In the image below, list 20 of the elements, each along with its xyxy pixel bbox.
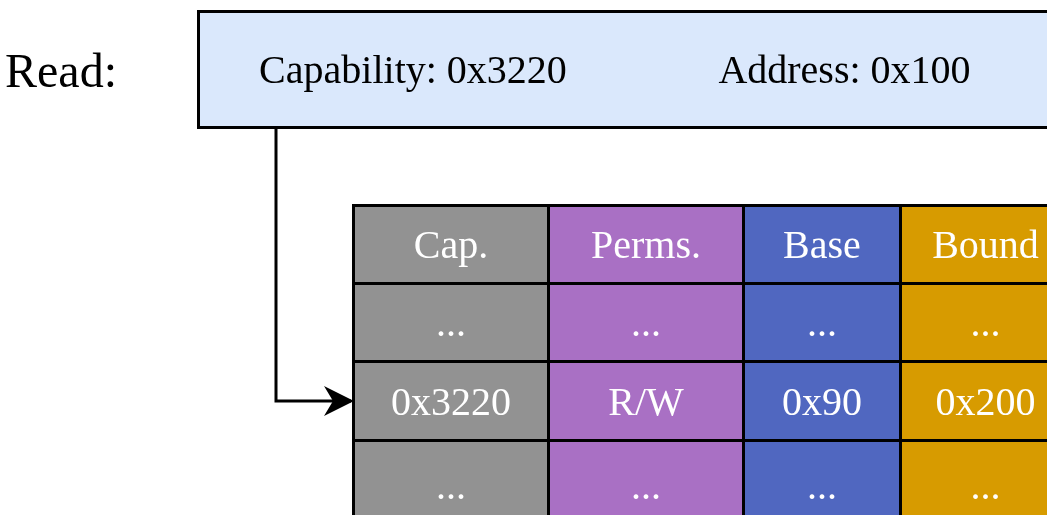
table-cell: ...	[742, 282, 902, 363]
table-cell: 0x90	[742, 360, 902, 442]
table-cell: ...	[899, 439, 1047, 515]
address-field: Address: 0x100	[626, 10, 1047, 129]
table-cell: ...	[352, 439, 550, 515]
table-cell: ...	[899, 282, 1047, 363]
table-cell: ...	[547, 282, 745, 363]
table-cell: 0x3220	[352, 360, 550, 442]
table-cell: R/W	[547, 360, 745, 442]
header-cell: Perms.	[547, 204, 745, 285]
request-label: Read:	[5, 42, 118, 99]
arrow	[274, 129, 354, 416]
header-cell: Cap.	[352, 204, 550, 285]
table-cell: 0x200	[899, 360, 1047, 442]
table-cell: ...	[352, 282, 550, 363]
table-cell: ...	[742, 439, 902, 515]
header-cell: Bound	[899, 204, 1047, 285]
capability-field: Capability: 0x3220	[197, 10, 629, 129]
header-cell: Base	[742, 204, 902, 285]
table-cell: ...	[547, 439, 745, 515]
